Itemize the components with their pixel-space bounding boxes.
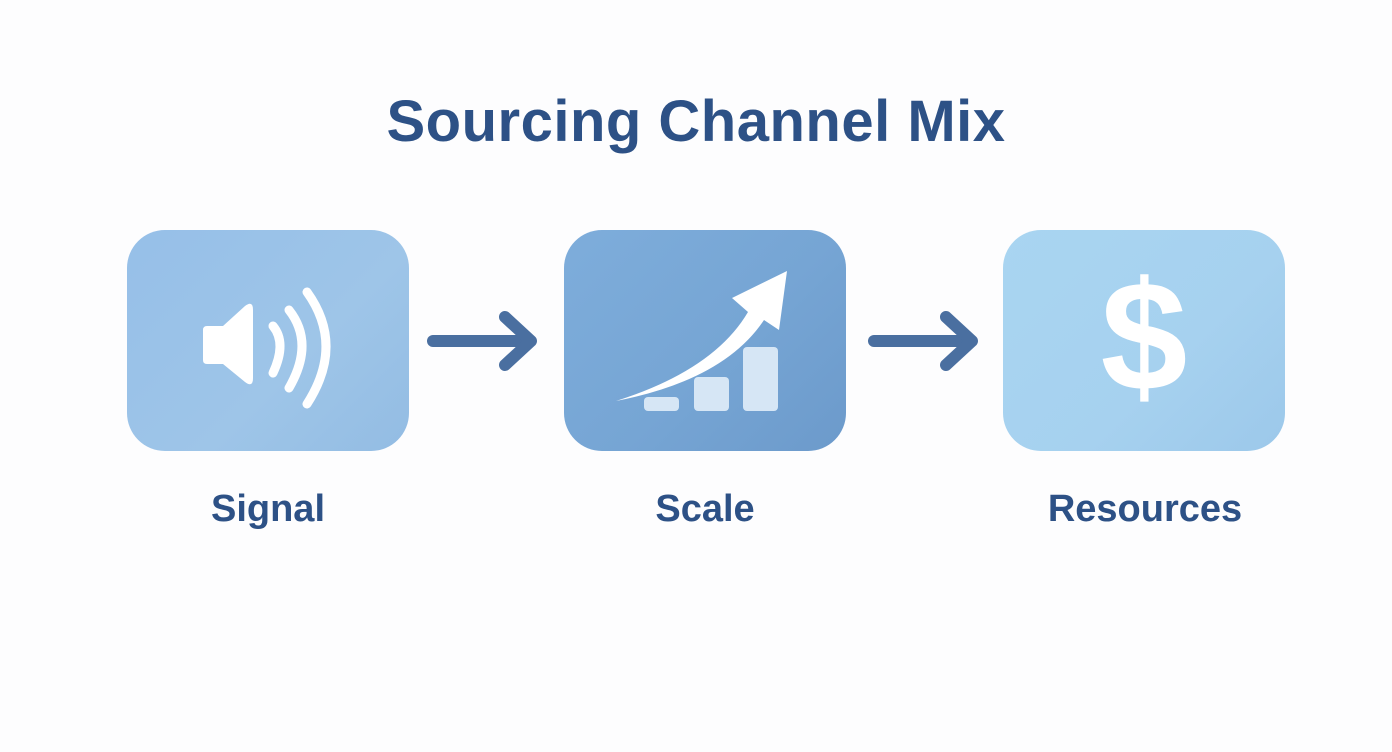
diagram-title: Sourcing Channel Mix (386, 89, 1006, 154)
growth-chart-icon (616, 271, 787, 411)
svg-text:$: $ (1101, 250, 1188, 424)
step-card-resources: $ (1003, 230, 1285, 451)
step-label-resources: Resources (1047, 488, 1243, 530)
speaker-icon (203, 287, 331, 409)
arrow-right-icon (427, 311, 537, 371)
step-card-scale (564, 230, 846, 451)
step-label-signal: Signal (210, 488, 326, 530)
step-label-scale: Scale (655, 488, 755, 530)
dollar-icon: $ (1101, 250, 1188, 424)
arrow-right-icon (868, 311, 978, 371)
step-card-signal (127, 230, 409, 451)
